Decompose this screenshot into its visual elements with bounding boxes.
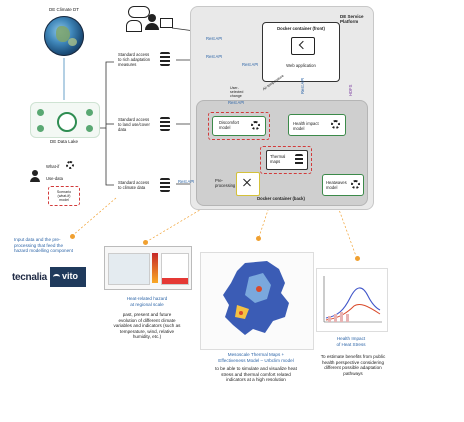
- orange-dot: [143, 240, 148, 245]
- platform-title: DE Service Platform: [340, 14, 364, 24]
- tecnalia-logo: tecnalia: [12, 272, 47, 283]
- back-container-title: Docker container (back): [257, 196, 305, 201]
- gear-icon: [331, 120, 340, 129]
- database-icon: [160, 178, 170, 192]
- rest-api-label: Rest API: [242, 62, 259, 67]
- gear-icon: [251, 121, 260, 130]
- climate-dt-label: DE Climate DT: [48, 7, 79, 12]
- web-app-icon: [291, 37, 315, 55]
- user-icon: [148, 14, 156, 22]
- lake-to-access-line: [98, 61, 114, 129]
- rest-api-label: Rest API: [178, 179, 195, 184]
- monitor-icon: [160, 18, 173, 28]
- gear-icon: [351, 180, 360, 189]
- vito-logo: vito: [62, 271, 79, 281]
- preprocessing-label: Pre- processing: [215, 178, 236, 188]
- user-icon: [145, 23, 159, 30]
- continent-shape: [68, 38, 77, 46]
- screenshot-bar: [152, 253, 158, 283]
- heatwaves-model-box: Heatwaves model: [322, 174, 364, 196]
- vito-bird-icon: [53, 274, 60, 280]
- scissors-tool-icon: [242, 178, 252, 188]
- health-impact-label: Health impact model: [293, 121, 319, 131]
- discomfort-model-outline: [208, 112, 270, 140]
- access-landuse-label: Standard access to land use/cover data: [118, 117, 150, 132]
- vito-logo-box: vito: [50, 267, 86, 287]
- thermal-maps-box: Thermal maps: [266, 150, 308, 170]
- database-icon: [160, 52, 170, 66]
- fan-line-1: [71, 197, 117, 237]
- access-climate-label: Standard access to climate data: [118, 180, 150, 190]
- scenario-model-box: Scenario (what-if) model: [48, 186, 80, 206]
- access-adaptation-label: Standard access to rich adaptation measu…: [118, 52, 151, 67]
- screenshot-map: [108, 253, 150, 285]
- discomfort-model-label: Discomfort model: [219, 120, 240, 130]
- screenshot-chart: [161, 253, 189, 285]
- rest-api-vertical-label: Rest API: [300, 77, 305, 94]
- rest-api-label: Rest API: [206, 54, 223, 59]
- gear-icon: [66, 161, 74, 169]
- user-selected-label: User- selected change: [230, 86, 244, 98]
- netherlands-map-panel: [200, 252, 314, 350]
- cursor-icon: [298, 40, 308, 50]
- web-app-label: Web application: [286, 63, 316, 68]
- thermal-maps-label: Thermal maps: [270, 154, 286, 164]
- users-group-icon: [126, 20, 142, 32]
- lake-node-icon: [37, 125, 44, 132]
- fan-line-4: [333, 195, 357, 257]
- health-impact-chart-panel: [316, 268, 388, 332]
- orange-dot: [70, 234, 75, 239]
- lake-to-climate-line: [105, 128, 114, 186]
- use-data-label: Use-data: [46, 176, 63, 181]
- data-lake-illustration: [30, 102, 100, 138]
- database-icon: [160, 117, 170, 131]
- health-impact-model-box: Health impact model: [288, 114, 346, 136]
- lake-node-icon: [86, 109, 93, 116]
- discomfort-model-box: Discomfort model: [212, 116, 266, 136]
- continent-shape: [56, 26, 70, 42]
- thermal-maps-caption: Mesoscale Thermal Maps + Effectiveness M…: [218, 352, 294, 363]
- rest-api-label: Rest API: [228, 100, 245, 105]
- health-impact-caption: Health Impact of Heat Stress: [336, 336, 366, 347]
- orange-dot: [355, 256, 360, 261]
- person-icon: [30, 177, 40, 182]
- rest-api-label: Rest API: [206, 36, 223, 41]
- thermal-maps-outline: [260, 146, 312, 174]
- health-impact-chart: [323, 276, 382, 323]
- thermal-maps-description: to be able to simulate and visualize hea…: [215, 366, 297, 383]
- what-if-label: What-if: [46, 164, 60, 169]
- input-data-description: Input data and the pre- processing that …: [14, 237, 73, 254]
- cloud-icon: [128, 6, 150, 18]
- lake-node-icon: [86, 125, 93, 132]
- lake-hub-icon: [57, 112, 77, 132]
- lake-node-icon: [37, 109, 44, 116]
- front-container-title: Docker container (front): [277, 26, 325, 31]
- heatwaves-label: Heatwaves model: [326, 180, 347, 190]
- data-lake-label: DE Data Lake: [49, 139, 78, 144]
- front-container-box: Docker container (front) Web application: [262, 22, 340, 82]
- regional-hazard-screenshot: [104, 246, 192, 290]
- regional-hazard-description: past, present and future evolution of di…: [113, 312, 181, 340]
- database-icon: [295, 154, 303, 166]
- person-icon: [32, 170, 38, 176]
- health-impact-description: To estimate benefits from public health …: [320, 354, 386, 376]
- orange-dot: [256, 236, 261, 241]
- hdfs-label: HDFS: [348, 84, 353, 96]
- netherlands-map: [223, 261, 289, 335]
- regional-hazard-caption: Heat-related hazard at regional scale: [126, 296, 168, 307]
- scenario-model-label: Scenario (what-if) model: [56, 190, 72, 202]
- earth-globe-image: [44, 16, 84, 56]
